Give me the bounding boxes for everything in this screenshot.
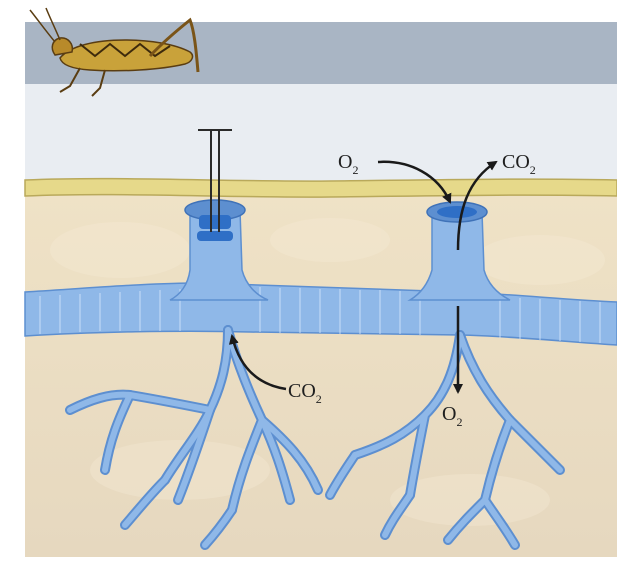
cuticle [25,179,617,198]
spiracle-valve-icon [197,215,233,241]
